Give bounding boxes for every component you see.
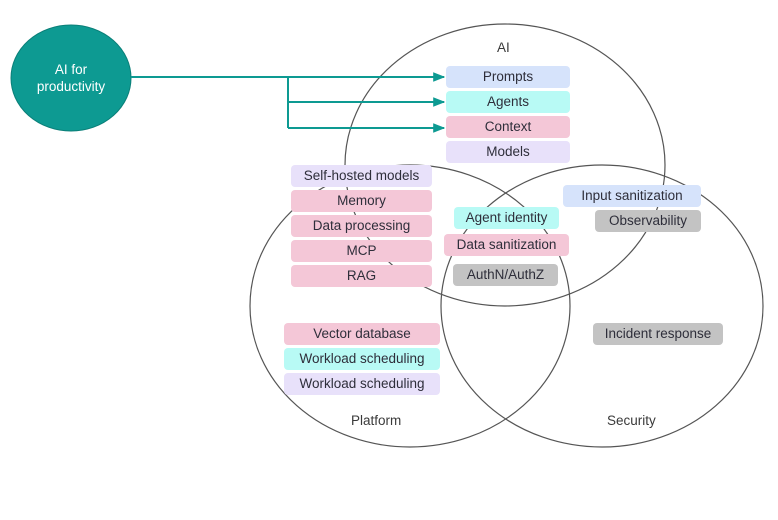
tag-input-sanitization[interactable]: Input sanitization	[563, 185, 701, 207]
tag-mcp[interactable]: MCP	[291, 240, 432, 262]
tag-agents[interactable]: Agents	[446, 91, 570, 113]
platform-circle-label: Platform	[351, 413, 402, 428]
tag-workload-scheduling-2[interactable]: Workload scheduling	[284, 373, 440, 395]
security-circle	[440, 164, 764, 448]
tag-data-sanitization[interactable]: Data sanitization	[444, 234, 569, 256]
tag-models[interactable]: Models	[446, 141, 570, 163]
tag-data-processing[interactable]: Data processing	[291, 215, 432, 237]
tag-authn-authz[interactable]: AuthN/AuthZ	[453, 264, 558, 286]
tag-workload-scheduling-1[interactable]: Workload scheduling	[284, 348, 440, 370]
tag-observability[interactable]: Observability	[595, 210, 701, 232]
tag-vector-database[interactable]: Vector database	[284, 323, 440, 345]
tag-rag[interactable]: RAG	[291, 265, 432, 287]
ai-circle-label: AI	[497, 40, 510, 55]
tag-self-hosted-models[interactable]: Self-hosted models	[291, 165, 432, 187]
tag-prompts[interactable]: Prompts	[446, 66, 570, 88]
tag-agent-identity[interactable]: Agent identity	[454, 207, 559, 229]
security-circle-label: Security	[607, 413, 656, 428]
tag-memory[interactable]: Memory	[291, 190, 432, 212]
tag-incident-response[interactable]: Incident response	[593, 323, 723, 345]
tag-context[interactable]: Context	[446, 116, 570, 138]
hub-label: AI for productivity	[36, 62, 106, 94]
